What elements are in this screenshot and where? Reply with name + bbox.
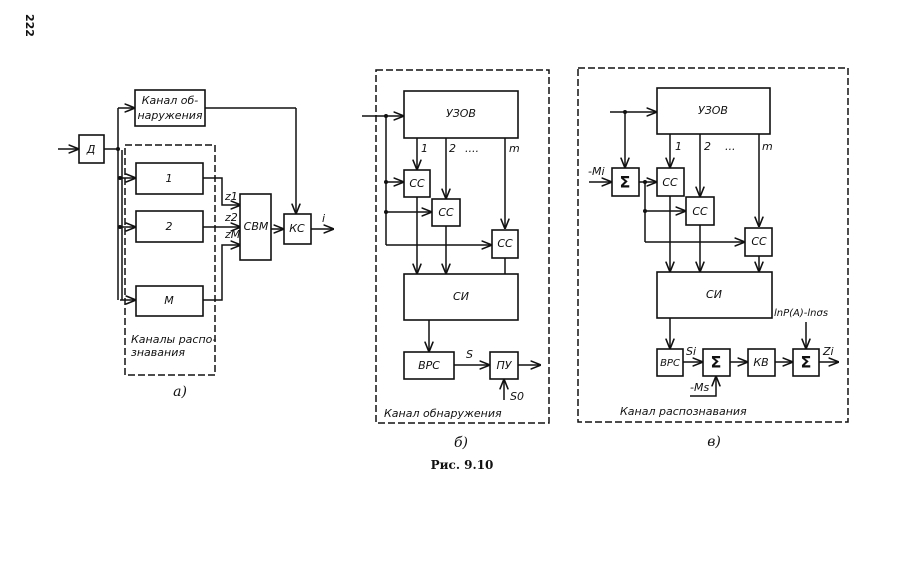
group-label-1: Каналы распо- xyxy=(131,333,216,346)
wire-z1 xyxy=(203,177,240,205)
sensor-label: Д xyxy=(86,143,96,156)
cc-label-1: СС xyxy=(662,176,678,189)
cc-label-2: СС xyxy=(438,206,454,219)
kv-label: КВ xyxy=(753,356,768,369)
tap-2-label: 2 xyxy=(704,140,711,153)
channel-2-block xyxy=(135,210,204,243)
group-label: Канал обнаружения xyxy=(384,407,502,420)
si-output-label: Si xyxy=(686,345,696,358)
tap-dots-label: ... xyxy=(725,140,736,153)
recognition-channels-group xyxy=(124,144,216,376)
mean-input-label: -Mi xyxy=(588,165,605,178)
vrs-block xyxy=(403,351,455,380)
ms-input-label: -Ms xyxy=(690,381,709,394)
ks-block xyxy=(283,213,312,245)
cc-block-m xyxy=(744,227,773,257)
channel-m-block xyxy=(135,285,204,317)
si-block xyxy=(656,271,773,319)
zm-label: zM xyxy=(224,228,241,241)
svm-label: СВМ xyxy=(244,220,269,233)
cc-block-2 xyxy=(431,198,461,227)
threshold-label: S0 xyxy=(510,390,524,403)
recognition-channel-group xyxy=(577,67,849,423)
tap-dots-label: .... xyxy=(465,142,479,155)
group-label: Канал распознавания xyxy=(620,405,747,418)
cc-label-m: СС xyxy=(497,237,513,250)
channel-1-label: 1 xyxy=(166,172,173,185)
sigma-label-1: Σ xyxy=(620,173,631,192)
z2-label: z2 xyxy=(224,211,238,224)
s-label: S xyxy=(466,348,473,361)
detection-channel-label-2: наружения xyxy=(137,109,202,122)
page-number: 222 xyxy=(23,14,36,37)
panel-b-label: б) xyxy=(454,435,468,451)
channel-2-label: 2 xyxy=(166,220,173,233)
prior-input-label: lnP(A)-lnσs xyxy=(774,308,828,319)
tap-m-label: m xyxy=(509,142,520,155)
channel-m-label: M xyxy=(164,294,174,307)
output-i-label: i xyxy=(322,212,325,225)
output-zi-label: Zi xyxy=(822,345,834,358)
si-label: СИ xyxy=(706,288,722,301)
uzov-label: УЗОВ xyxy=(446,107,476,120)
cc-label-m: СС xyxy=(751,235,767,248)
cc-label-2: СС xyxy=(692,205,708,218)
sigma-label-3: Σ xyxy=(801,353,812,372)
sigma-label-2: Σ xyxy=(711,353,722,372)
panel-a-label: а) xyxy=(173,384,187,400)
panel-c-label: в) xyxy=(707,434,721,450)
uzov-block xyxy=(656,87,771,135)
pu-label: ПУ xyxy=(497,359,513,372)
tap-1-label: 1 xyxy=(421,142,428,155)
tap-1-label: 1 xyxy=(675,140,682,153)
uzov-label: УЗОВ xyxy=(698,104,728,117)
detection-channel-label-1: Канал об- xyxy=(142,94,199,107)
ms-input-arrow xyxy=(690,377,716,397)
figure-caption: Рис. 9.10 xyxy=(431,458,494,472)
cc-label-1: СС xyxy=(409,177,425,190)
vrs-label: ВРС xyxy=(660,358,680,369)
panel-b: УЗОВ 1 2 .... m СС СС СС СИ ВРС S ПУ S0 xyxy=(362,69,550,451)
wire-zm xyxy=(203,245,240,301)
tap-2-label: 2 xyxy=(449,142,456,155)
svm-block xyxy=(239,193,272,261)
detection-channel-block xyxy=(134,89,206,127)
uzov-block xyxy=(403,90,519,139)
cc-block-1 xyxy=(656,167,685,197)
si-block xyxy=(403,273,519,321)
detection-channel-group xyxy=(375,69,550,424)
panel-c: УЗОВ -Mi Σ 1 2 ... m СС СС СС СИ lnP(A)-… xyxy=(577,67,849,450)
ks-label: КС xyxy=(289,222,305,235)
cc-block-2 xyxy=(685,196,715,226)
panel-a: Д Канал об- наружения 1 2 M Каналы распо… xyxy=(58,89,333,400)
sigma-block-1 xyxy=(611,167,640,197)
z1-label: z1 xyxy=(224,190,238,203)
vrs-label: ВРС xyxy=(418,359,440,372)
group-label-2: знавания xyxy=(131,346,185,359)
cc-block-1 xyxy=(403,169,431,198)
si-label: СИ xyxy=(453,290,469,303)
tap-m-label: m xyxy=(762,140,773,153)
